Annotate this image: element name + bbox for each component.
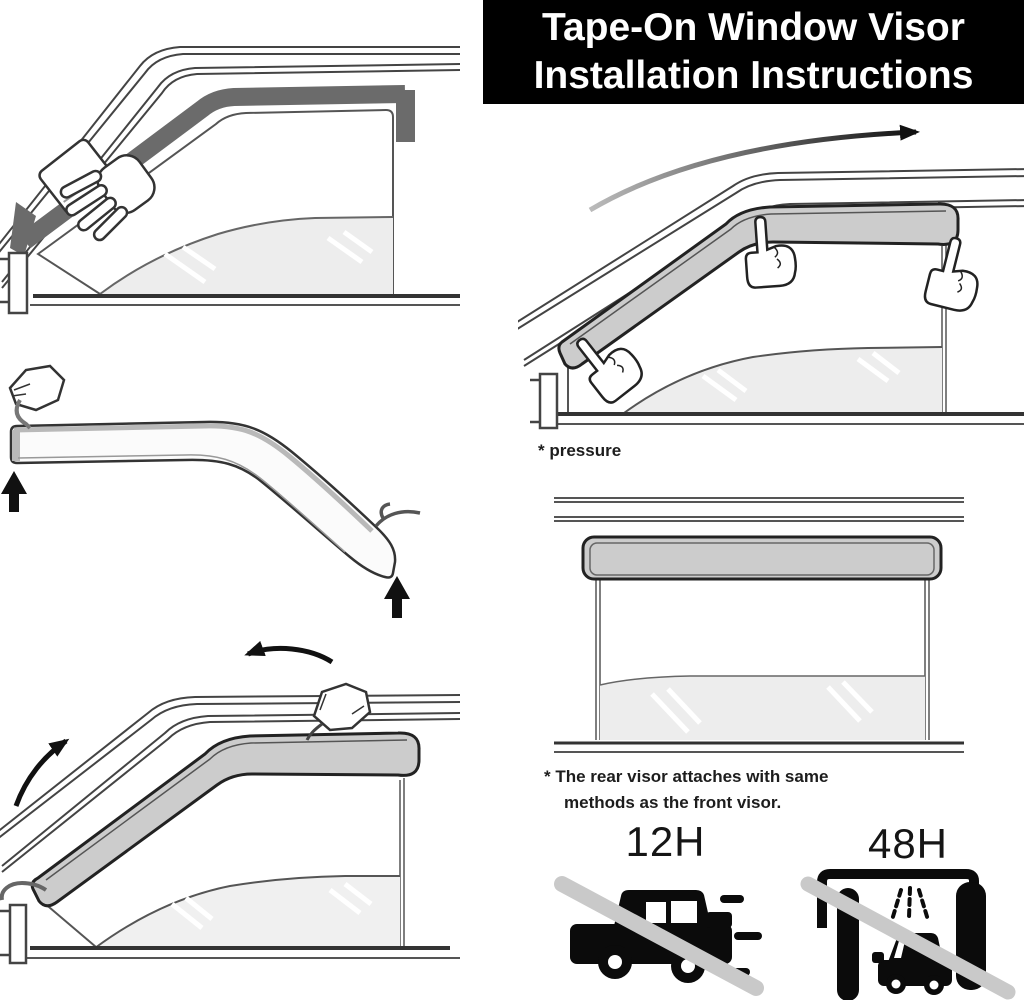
car-window <box>894 941 905 958</box>
wiping-hand-icon <box>59 154 156 242</box>
press-finger-icons <box>576 215 979 404</box>
tape-liner-curl <box>14 398 32 430</box>
wash-portal-frame <box>817 869 979 928</box>
visor-strip <box>30 731 421 908</box>
door-sill-lines <box>548 412 1024 425</box>
step-attach-visor <box>0 628 460 1000</box>
no-car-wash-icon <box>800 869 1016 1000</box>
no-driving-duration-label: 12H <box>625 818 706 865</box>
water-spray <box>890 886 930 922</box>
prohibition-bar <box>800 876 1016 1000</box>
title-banner: Tape-On Window Visor Installation Instru… <box>483 0 1024 104</box>
rear-visor-note: * The rear visor attaches with same meth… <box>544 764 828 816</box>
visor-peel-illustration <box>1 364 421 618</box>
step-peel-tape-backing <box>0 360 460 622</box>
car-window <box>671 901 697 923</box>
attach-visor-illustration <box>0 640 460 965</box>
door-sill-lines <box>30 294 460 306</box>
visor-strip <box>9 420 397 579</box>
tape-liner-flick <box>0 880 48 901</box>
title-line-2: Installation Instructions <box>533 54 974 97</box>
roof-lines <box>0 46 460 289</box>
tape-liner-curl <box>305 722 323 741</box>
speed-line <box>720 895 744 903</box>
window-glass <box>567 245 947 414</box>
peel-hand-icon <box>305 682 372 741</box>
no-carwash-duration-label: 48H <box>867 820 949 867</box>
mirror-mount <box>0 251 29 315</box>
step-press-visor <box>518 112 1024 437</box>
window-glass <box>595 579 930 740</box>
rear-visor-note-line1: * The rear visor attaches with same <box>544 767 829 786</box>
glass-shine <box>650 680 874 734</box>
title-line-1: Tape-On Window Visor <box>542 6 965 49</box>
window-glass <box>35 778 405 949</box>
prohibition-bar <box>554 876 764 996</box>
mirror-mount <box>530 372 559 430</box>
rear-visor-note-line2: methods as the front visor. <box>564 793 782 812</box>
speed-line <box>734 932 762 940</box>
glass-shine <box>163 229 374 285</box>
car-window <box>646 902 666 923</box>
glass-shine <box>170 882 373 930</box>
press-finger-icon <box>576 337 643 404</box>
door-sill-lines <box>554 741 964 753</box>
up-arrow-icon <box>1 471 410 618</box>
rear-visor-diagram <box>540 490 990 760</box>
clean-frame-illustration <box>0 46 460 315</box>
direction-arrow-icon <box>13 640 334 807</box>
no-driving-car-icon <box>554 876 764 996</box>
direction-arrow-icon <box>588 124 920 213</box>
press-finger-icon <box>923 236 979 312</box>
press-visor-illustration <box>518 124 1024 430</box>
rear-visor-illustration <box>554 497 964 753</box>
press-finger-icon <box>744 215 797 289</box>
roof-lines <box>554 497 964 522</box>
car-wheels <box>886 974 944 995</box>
no-driving-warning: 12H <box>548 818 783 998</box>
door-sill-lines <box>26 946 460 959</box>
window-glass <box>36 108 394 295</box>
step-clean-window-frame <box>0 6 460 321</box>
tape-liner-flick <box>374 502 421 528</box>
tape-channel-band <box>10 85 415 256</box>
mirror-mount <box>0 903 28 965</box>
no-carwash-warning: 48H <box>798 820 1018 1000</box>
glass-shine <box>701 351 901 403</box>
visor-strip <box>581 535 943 581</box>
peel-hand-icon <box>8 364 66 430</box>
pressure-note: * pressure <box>538 441 622 460</box>
roof-lines <box>0 694 460 873</box>
